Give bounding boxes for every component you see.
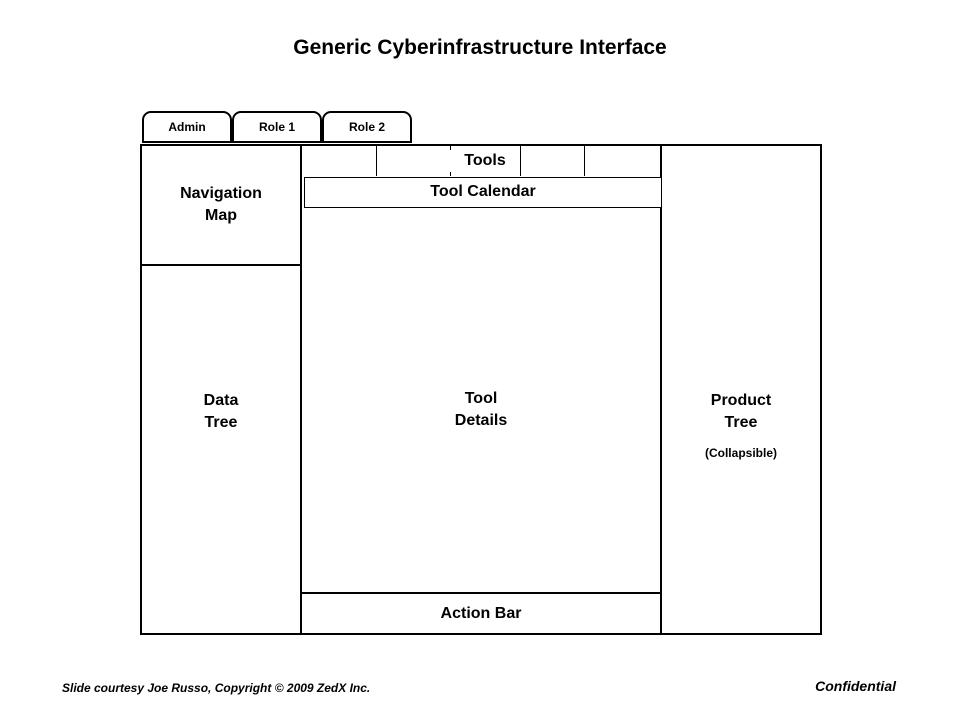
tool-calendar-label: Tool Calendar xyxy=(430,183,536,200)
right-column xyxy=(660,144,822,635)
data-tree-label: Data Tree xyxy=(203,392,239,431)
tools-label[interactable]: Tools xyxy=(450,150,520,172)
tool-details-label: Tool Details xyxy=(454,390,508,429)
tab-role-1[interactable]: Role 1 xyxy=(232,111,322,143)
confidential-label: Confidential xyxy=(815,678,896,694)
tool-calendar-bar[interactable] xyxy=(304,177,662,208)
product-tree-label: Product Tree xyxy=(710,392,772,431)
action-bar-divider xyxy=(302,592,660,594)
tab-role-2[interactable]: Role 2 xyxy=(322,111,412,143)
tools-strip-divider xyxy=(584,146,585,176)
left-column xyxy=(140,144,302,635)
tools-strip-divider xyxy=(520,146,521,176)
navigation-map-label: Navigation Map xyxy=(180,185,262,224)
action-bar-label[interactable]: Action Bar xyxy=(440,605,522,622)
product-tree-note: (Collapsible) xyxy=(704,446,777,460)
footer-credit: Slide courtesy Joe Russo, Copyright © 20… xyxy=(62,681,371,695)
left-column-divider xyxy=(140,264,302,266)
page-title: Generic Cyberinfrastructure Interface xyxy=(293,36,667,59)
tab-admin[interactable]: Admin xyxy=(142,111,232,143)
tools-strip-divider xyxy=(376,146,377,176)
